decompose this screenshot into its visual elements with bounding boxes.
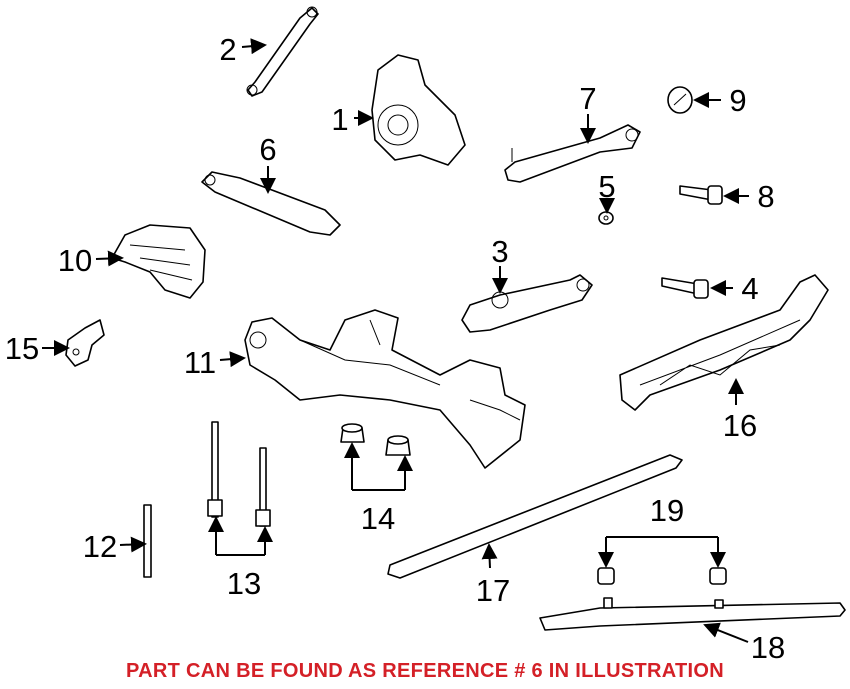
part-18-brace[interactable]: [539, 597, 846, 631]
reference-note: PART CAN BE FOUND AS REFERENCE # 6 IN IL…: [126, 660, 724, 682]
callout-2[interactable]: 2: [219, 32, 236, 67]
callout-15[interactable]: 15: [5, 331, 39, 366]
part-9-cap[interactable]: [667, 86, 693, 114]
part-16-crossmember[interactable]: [619, 274, 829, 411]
callout-6[interactable]: 6: [259, 132, 276, 167]
part-13-studs[interactable]: [207, 421, 271, 527]
callout-17[interactable]: 17: [476, 573, 510, 608]
part-17-brace[interactable]: [387, 454, 683, 579]
callout-18[interactable]: 18: [751, 630, 785, 665]
part-6-lateral-link[interactable]: [201, 171, 341, 236]
part-4-bolt[interactable]: [661, 277, 709, 299]
part-15-bracket[interactable]: [65, 319, 105, 367]
part-2-upper-link[interactable]: [246, 6, 319, 97]
part-11-subframe[interactable]: [244, 309, 526, 469]
callout-14[interactable]: 14: [361, 501, 395, 536]
part-5-washer[interactable]: [598, 211, 614, 225]
callout-4[interactable]: 4: [741, 271, 758, 306]
part-3-lower-arm[interactable]: [461, 274, 593, 333]
callout-12[interactable]: 12: [83, 529, 117, 564]
callout-lines: [42, 38, 749, 643]
part-7-control-arm[interactable]: [504, 124, 641, 183]
part-10-heat-shield[interactable]: [111, 224, 206, 299]
callout-9[interactable]: 9: [729, 83, 746, 118]
callout-5[interactable]: 5: [598, 169, 615, 204]
callout-10[interactable]: 10: [58, 243, 92, 278]
callout-11[interactable]: 11: [184, 345, 216, 380]
callout-3[interactable]: 3: [491, 234, 508, 269]
callout-8[interactable]: 8: [757, 179, 774, 214]
callout-7[interactable]: 7: [579, 81, 596, 116]
part-1-knuckle[interactable]: [371, 54, 466, 166]
callout-13[interactable]: 13: [227, 566, 261, 601]
callout-19[interactable]: 19: [650, 493, 684, 528]
part-19-bushings[interactable]: [597, 567, 727, 585]
callout-1[interactable]: 1: [331, 102, 348, 137]
part-8-bolt[interactable]: [679, 185, 723, 205]
callout-16[interactable]: 16: [723, 408, 757, 443]
part-12-stud[interactable]: [143, 504, 152, 578]
part-14-bushings[interactable]: [340, 423, 411, 456]
